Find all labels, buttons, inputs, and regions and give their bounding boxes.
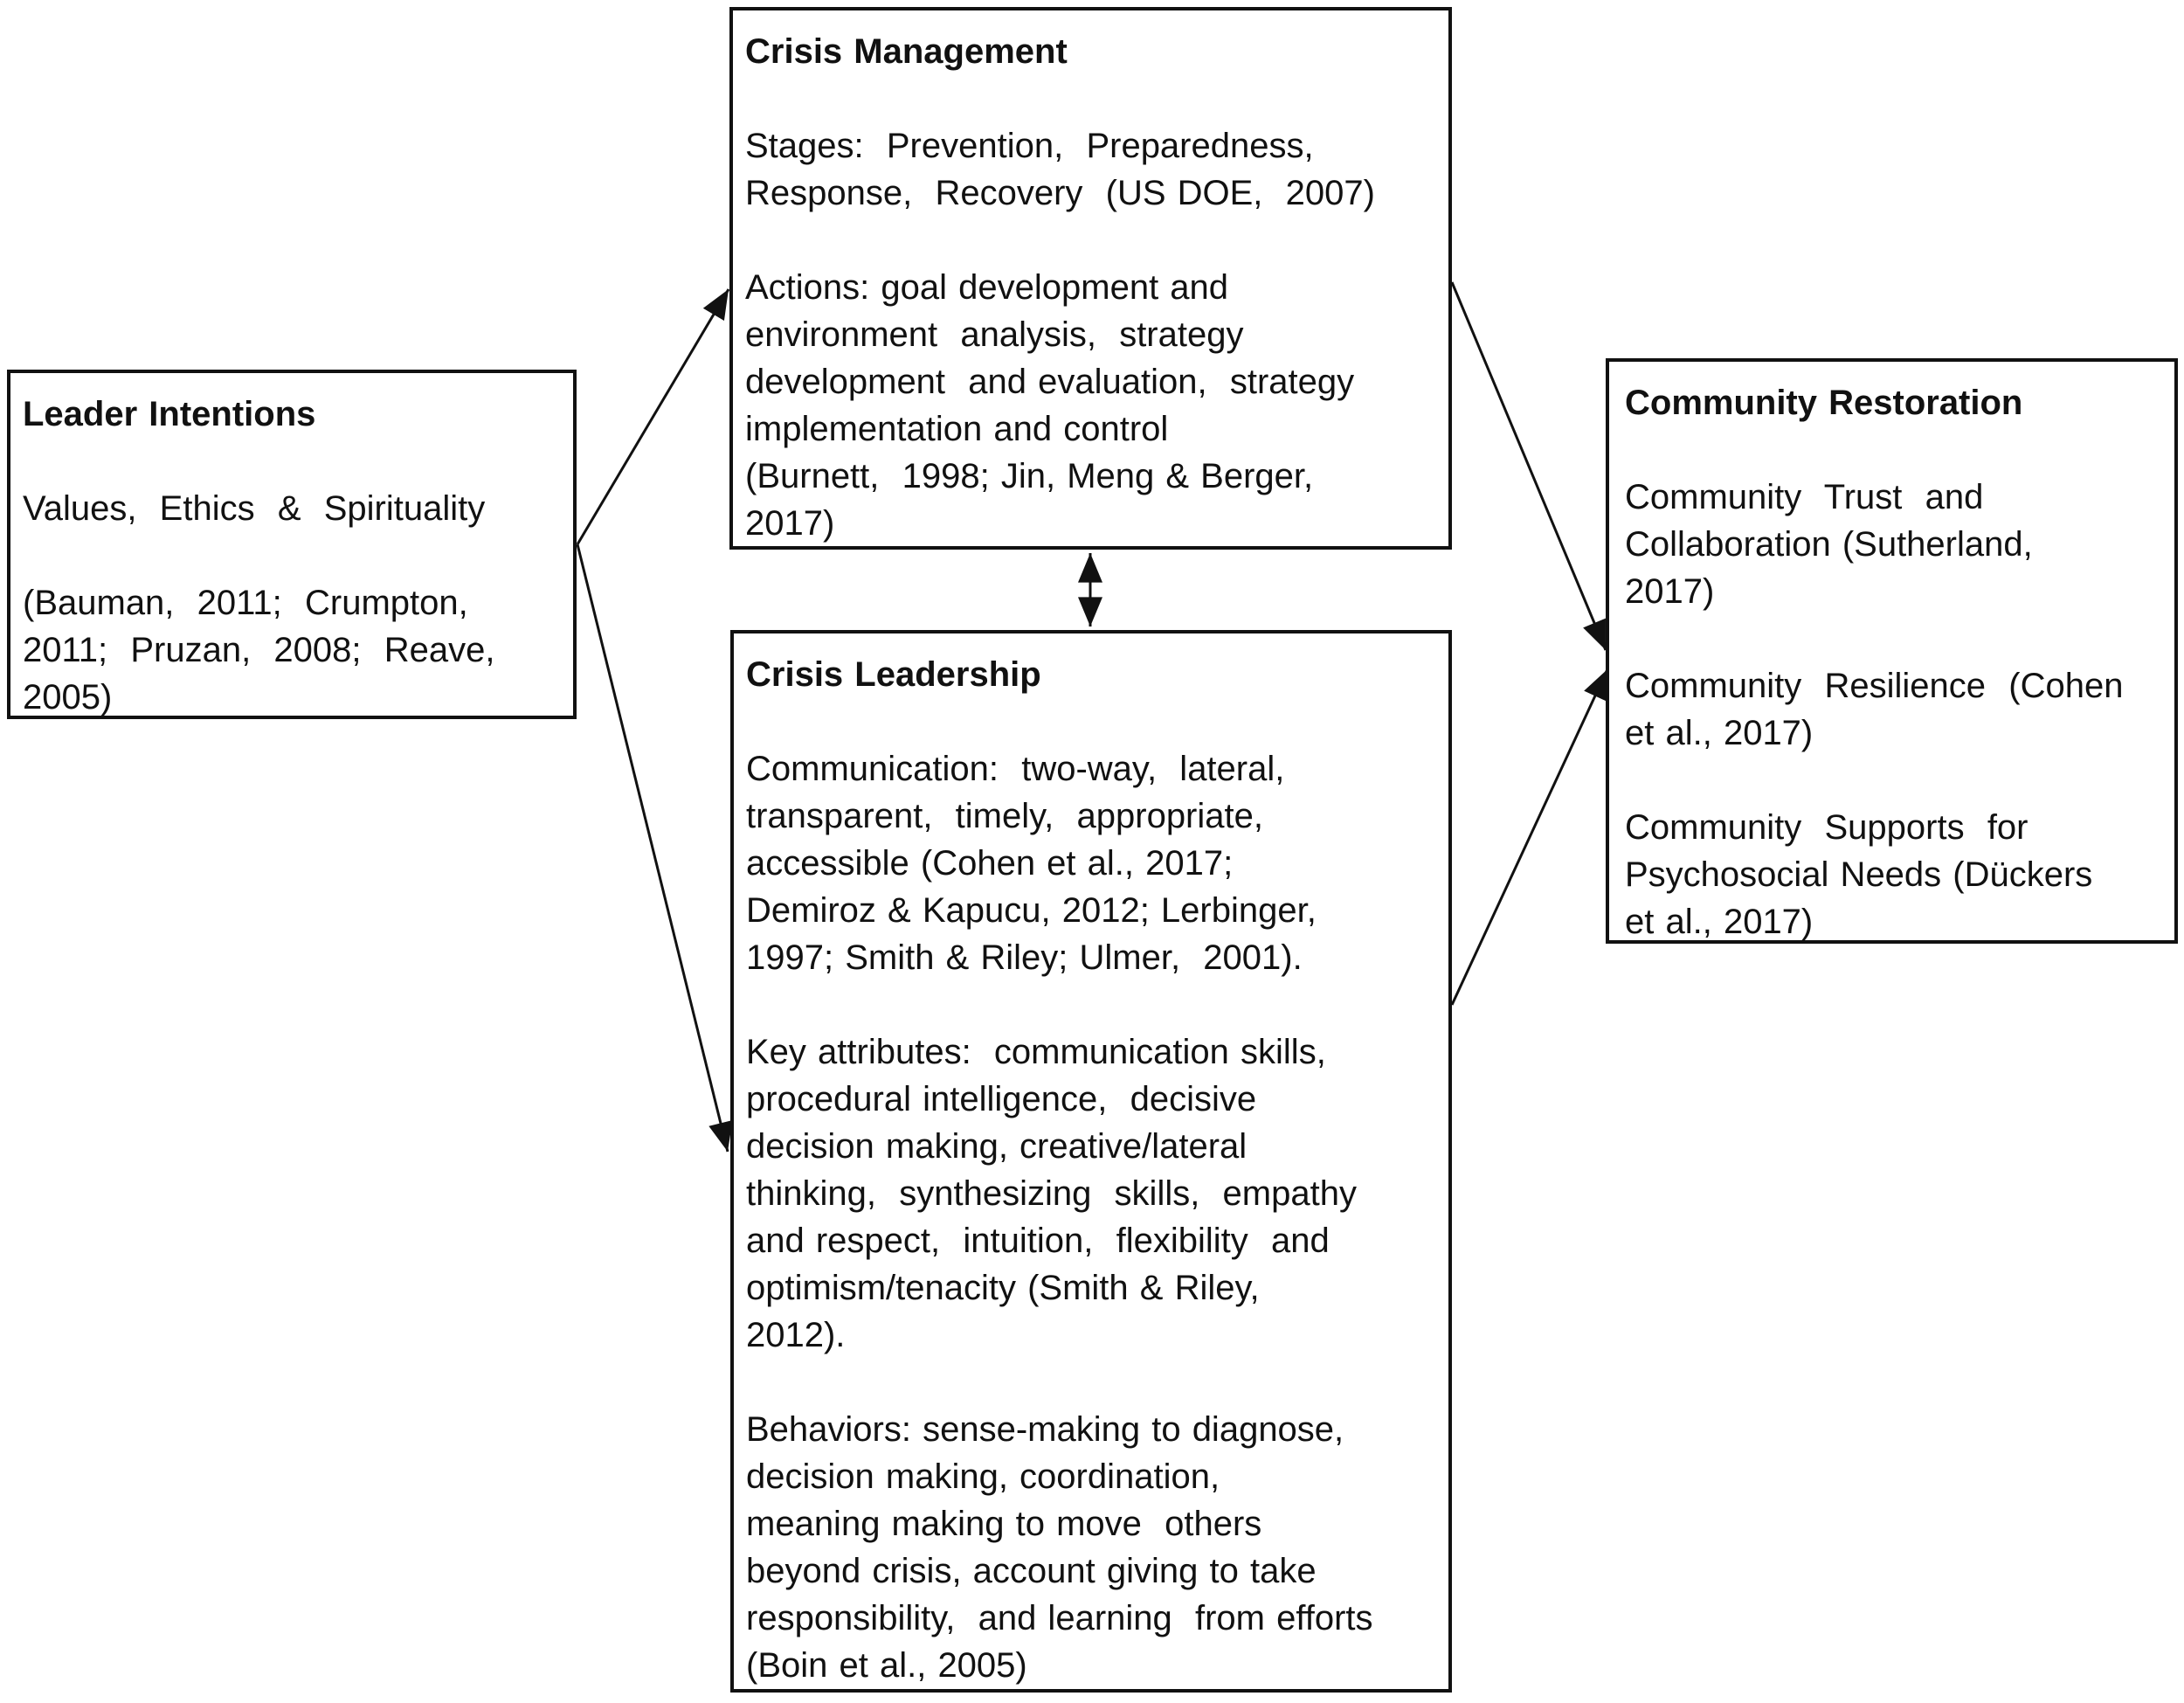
arrow-leadership-to-restoration: [1450, 668, 1609, 1006]
community-restoration-title: Community Restoration: [1625, 384, 2023, 422]
leader-intentions-box: Leader Intentions Values, Ethics & Spiri…: [7, 370, 577, 719]
community-restoration-body: Community Trust and Collaboration (Suthe…: [1625, 478, 2124, 941]
arrow-leader-to-leadership: [576, 543, 733, 1153]
arrow-leader-to-management: [576, 288, 730, 545]
crisis-management-title: Crisis Management: [745, 32, 1068, 71]
crisis-leadership-body: Communication: two-way, lateral, transpa…: [746, 750, 1373, 1685]
community-restoration-box: Community Restoration Community Trust an…: [1606, 358, 2178, 944]
leader-intentions-body: Values, Ethics & Spirituality (Bauman, 2…: [23, 489, 495, 717]
leader-intentions-title: Leader Intentions: [23, 395, 316, 433]
arrow-management-to-restoration: [1450, 281, 1607, 651]
crisis-management-box: Crisis Management Stages: Prevention, Pr…: [729, 7, 1452, 550]
crisis-management-body: Stages: Prevention, Preparedness, Respon…: [745, 127, 1375, 543]
crisis-leadership-title: Crisis Leadership: [746, 655, 1041, 694]
crisis-leadership-box: Crisis Leadership Communication: two-way…: [730, 630, 1452, 1693]
